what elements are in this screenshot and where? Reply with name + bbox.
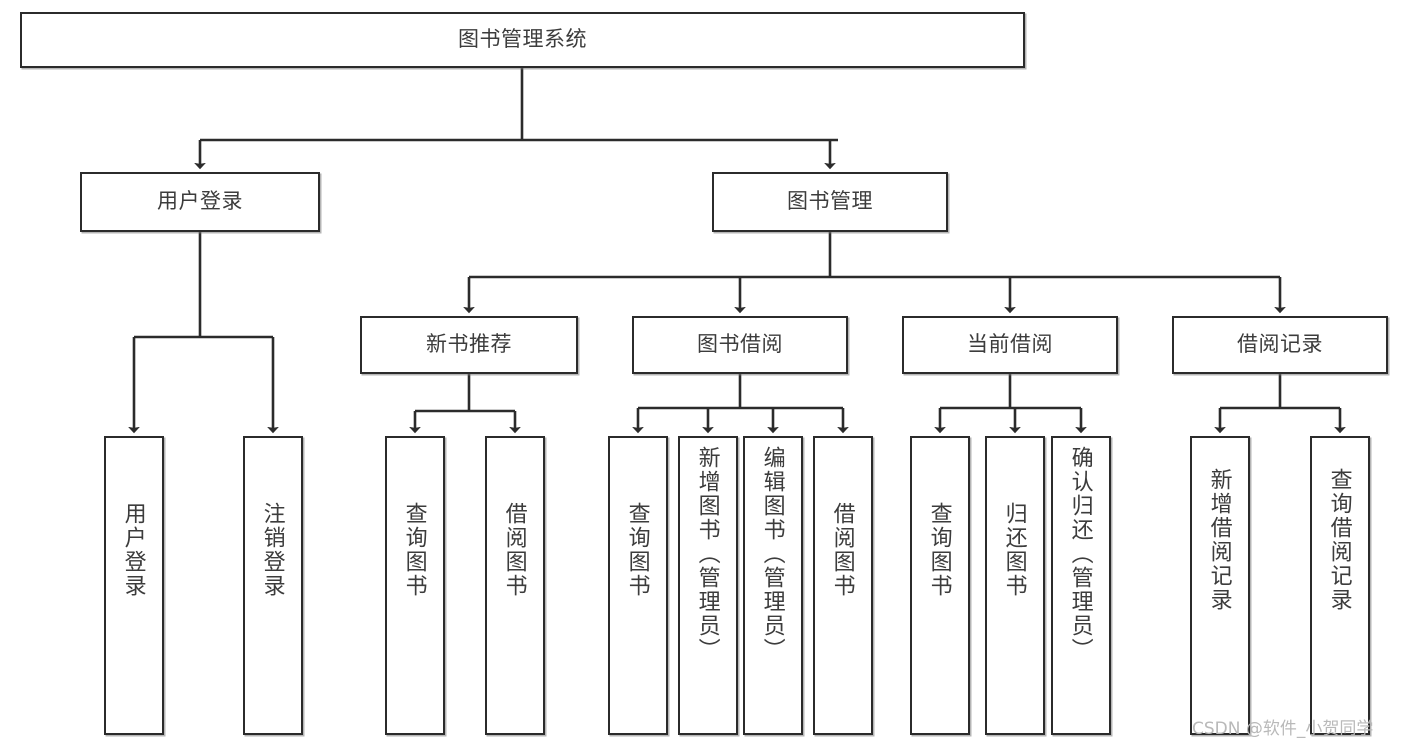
leaf-add-borrow-record[interactable]: 新增借阅记录 (1190, 436, 1250, 735)
node-book-borrow[interactable]: 图书借阅 (632, 316, 848, 374)
node-label: 借阅记录 (1237, 332, 1323, 356)
leaf-logout[interactable]: 注销登录 (243, 436, 303, 735)
node-current-borrow[interactable]: 当前借阅 (902, 316, 1118, 374)
node-label: 借阅图书 (502, 502, 528, 598)
node-label: 新增图书（管理员） (695, 446, 721, 662)
node-label: 查询图书 (625, 502, 651, 598)
node-borrow-record[interactable]: 借阅记录 (1172, 316, 1388, 374)
node-book-manage[interactable]: 图书管理 (712, 172, 948, 232)
node-label: 用户登录 (121, 502, 147, 598)
leaf-return-book[interactable]: 归还图书 (985, 436, 1045, 735)
leaf-edit-book-admin[interactable]: 编辑图书（管理员） (743, 436, 803, 735)
node-label: 确认归还（管理员） (1068, 446, 1094, 662)
node-label: 当前借阅 (967, 332, 1053, 356)
node-label: 图书管理系统 (458, 27, 587, 51)
node-label: 查询图书 (402, 502, 428, 598)
node-label: 归还图书 (1002, 502, 1028, 598)
node-label: 图书借阅 (697, 332, 783, 356)
leaf-add-book-admin[interactable]: 新增图书（管理员） (678, 436, 738, 735)
node-new-book-recommend[interactable]: 新书推荐 (360, 316, 578, 374)
leaf-query-borrow-record[interactable]: 查询借阅记录 (1310, 436, 1370, 735)
node-label: 借阅图书 (830, 502, 856, 598)
node-label: 编辑图书（管理员） (760, 446, 786, 662)
leaf-borrow-book-recommend[interactable]: 借阅图书 (485, 436, 545, 735)
watermark-credit: CSDN @软件_小贺同学 (1192, 719, 1374, 739)
node-label: 新书推荐 (426, 332, 512, 356)
leaf-query-book-borrow[interactable]: 查询图书 (608, 436, 668, 735)
node-label: 查询借阅记录 (1327, 468, 1353, 612)
leaf-query-book-recommend[interactable]: 查询图书 (385, 436, 445, 735)
node-user-login[interactable]: 用户登录 (80, 172, 320, 232)
leaf-borrow-book-borrow[interactable]: 借阅图书 (813, 436, 873, 735)
node-label: 查询图书 (927, 502, 953, 598)
leaf-user-login[interactable]: 用户登录 (104, 436, 164, 735)
node-label: 图书管理 (787, 189, 873, 213)
node-label: 注销登录 (260, 502, 286, 598)
node-label: 用户登录 (157, 189, 243, 213)
node-label: 新增借阅记录 (1207, 468, 1233, 612)
leaf-query-book-current[interactable]: 查询图书 (910, 436, 970, 735)
node-root-system[interactable]: 图书管理系统 (20, 12, 1025, 68)
leaf-confirm-return-admin[interactable]: 确认归还（管理员） (1051, 436, 1111, 735)
